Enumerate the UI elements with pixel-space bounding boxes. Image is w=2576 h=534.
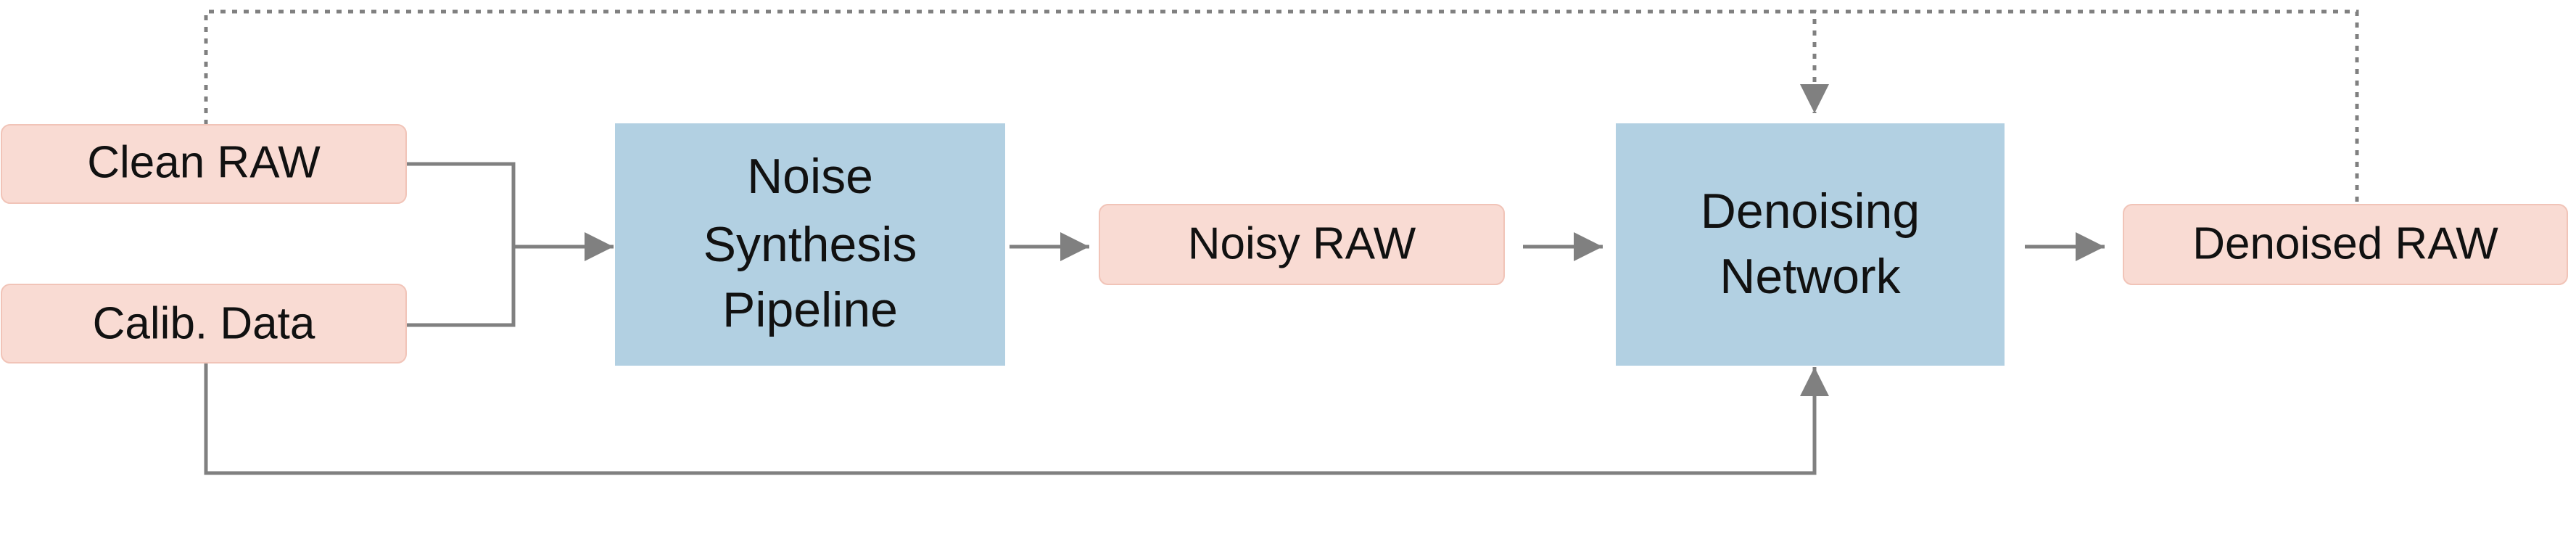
node-denoising-network: Denoising Network <box>1616 123 2005 366</box>
denoised-raw-box <box>2123 204 2568 285</box>
clean-raw-box <box>1 124 407 204</box>
node-denoised-raw: Denoised RAW <box>2123 204 2568 285</box>
noise-synthesis-line-2: Synthesis <box>703 217 917 272</box>
edge-calib-data-to-denoising-network <box>204 363 1829 475</box>
edge-calib-data-to-merge <box>406 247 516 327</box>
edge-clean-raw-to-denoising-network <box>204 9 1829 125</box>
node-noisy-raw: Noisy RAW <box>1099 204 1505 285</box>
node-calib-data: Calib. Data <box>1 284 407 363</box>
dotted-connectors <box>204 9 2359 202</box>
connectors <box>204 162 2105 475</box>
denoised-raw-label: Denoised RAW <box>2192 218 2498 268</box>
node-clean-raw: Clean RAW <box>1 124 407 204</box>
calib-data-label: Calib. Data <box>93 298 315 348</box>
denoising-network-box <box>1616 123 2005 366</box>
clean-raw-label: Clean RAW <box>87 137 321 187</box>
edge-clean-raw-to-merge <box>406 162 516 247</box>
denoising-network-line-2: Network <box>1720 249 1901 304</box>
denoising-network-line-1: Denoising <box>1701 184 1920 239</box>
noisy-raw-box <box>1099 204 1505 285</box>
noisy-raw-label: Noisy RAW <box>1188 218 1416 268</box>
node-noise-synthesis-pipeline: Noise Synthesis Pipeline <box>615 123 1005 366</box>
noise-synthesis-line-1: Noise <box>747 149 873 204</box>
edge-denoised-raw-to-top <box>1815 9 2359 202</box>
calib-data-box <box>1 284 407 363</box>
noise-synthesis-box <box>615 123 1005 366</box>
noise-synthesis-line-3: Pipeline <box>722 282 898 337</box>
